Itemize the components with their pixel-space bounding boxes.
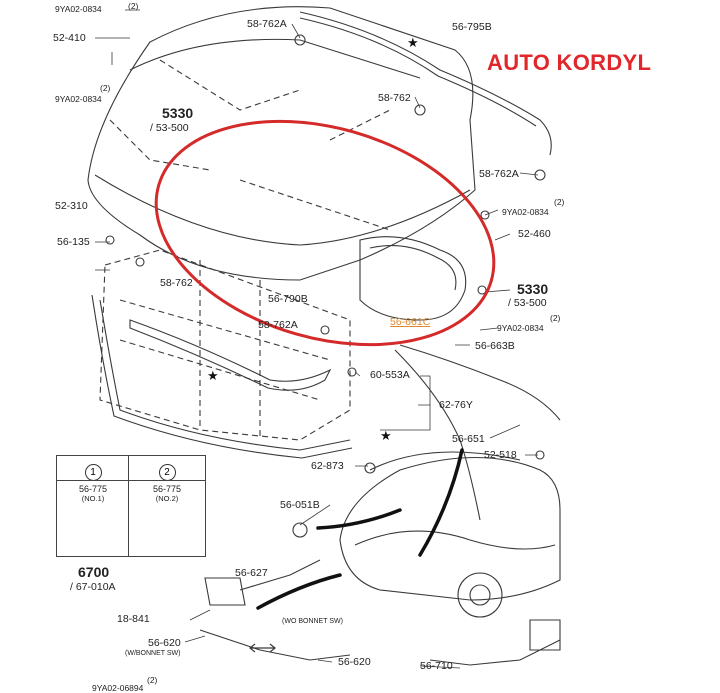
callout-58-762-b: 58-762 bbox=[160, 277, 193, 289]
callout-w-bonnet-sw: (W/BONNET SW) bbox=[125, 650, 181, 657]
weatherstrip-56-795B bbox=[299, 11, 552, 156]
callout-58-762a-c: 58-762A bbox=[258, 319, 298, 331]
callout-56-661c: 56-661C bbox=[390, 316, 431, 328]
callout-62-76y: 62-76Y bbox=[439, 399, 473, 411]
callout-58-762a-a: 58-762A bbox=[247, 18, 287, 30]
callout-56-135: 56-135 bbox=[57, 236, 90, 248]
callout-56-710: 56-710 bbox=[420, 660, 453, 672]
inset-number-2: 2 bbox=[158, 464, 176, 481]
seal-56-790B bbox=[129, 319, 332, 391]
star-marker-2: ★ bbox=[207, 368, 219, 383]
latch-right bbox=[529, 619, 561, 651]
hood-inner-frame bbox=[99, 249, 351, 441]
callout-qty-b: (2) bbox=[554, 197, 565, 207]
callout-56-627: 56-627 bbox=[235, 567, 268, 579]
callout-9ya02-0834-d: 9YA02-0834 bbox=[497, 323, 544, 333]
callout-qty-e: (2) bbox=[128, 1, 139, 11]
callout-53-500-a: / 53-500 bbox=[150, 122, 189, 134]
callout-5330-a: 5330 bbox=[162, 105, 194, 121]
inset-part-1: 56-775 bbox=[78, 484, 108, 494]
release-handle bbox=[204, 577, 246, 606]
callout-60-553a: 60-553A bbox=[370, 369, 410, 381]
inset-box-1: 1 56-775 (NO.1) bbox=[56, 455, 130, 557]
callout-52-310: 52-310 bbox=[55, 200, 88, 212]
watermark-brand: AUTO KORDYL bbox=[487, 50, 652, 75]
callout-9ya02-06894: 9YA02-06894 bbox=[92, 683, 144, 693]
callout-6700: 6700 bbox=[78, 564, 110, 580]
star-marker-3: ★ bbox=[380, 428, 392, 443]
callout-67-010a: / 67-010A bbox=[70, 581, 116, 593]
callout-62-873: 62-873 bbox=[311, 460, 344, 472]
release-cable bbox=[399, 344, 561, 421]
callout-58-762a-b: 58-762A bbox=[479, 168, 519, 180]
callout-9ya02-0834-a: 9YA02-0834 bbox=[55, 4, 102, 14]
callout-9ya02-0834-c: 9YA02-0834 bbox=[502, 207, 549, 217]
inset-part-2: 56-775 bbox=[152, 484, 182, 494]
callout-56-620-b: 56-620 bbox=[338, 656, 371, 668]
callout-56-651: 56-651 bbox=[452, 433, 485, 445]
callout-58-762-a: 58-762 bbox=[378, 92, 411, 104]
callout-56-663b: 56-663B bbox=[475, 340, 515, 352]
inset-box-2: 2 56-775 (NO.2) bbox=[128, 455, 206, 557]
callout-52-410: 52-410 bbox=[53, 32, 86, 44]
callout-qty-d: (2) bbox=[147, 675, 158, 685]
inset-number-1: 1 bbox=[84, 464, 102, 481]
callout-56-795b: 56-795B bbox=[452, 21, 492, 33]
star-marker-1: ★ bbox=[407, 35, 419, 50]
callout-9ya02-0834-b: 9YA02-0834 bbox=[55, 94, 102, 104]
callout-qty-c: (2) bbox=[550, 313, 561, 323]
highlight-ellipse bbox=[154, 119, 496, 347]
callout-18-841: 18-841 bbox=[117, 613, 150, 625]
callout-qty-a: (2) bbox=[100, 83, 111, 93]
inset-note-1: (NO.1) bbox=[81, 494, 105, 503]
car-silhouette bbox=[339, 457, 561, 601]
callout-56-051b: 56-051B bbox=[280, 499, 320, 511]
callout-53-500-b: / 53-500 bbox=[508, 297, 547, 309]
callout-52-460: 52-460 bbox=[518, 228, 551, 240]
callout-wo-bonnet-sw: (WO BONNET SW) bbox=[282, 618, 343, 625]
callout-56-620-a: 56-620 bbox=[148, 637, 181, 649]
callout-52-518: 52-518 bbox=[484, 449, 517, 461]
callout-56-790b: 56-790B bbox=[268, 293, 308, 305]
callout-5330-b: 5330 bbox=[517, 281, 549, 297]
inset-note-2: (NO.2) bbox=[155, 494, 179, 503]
